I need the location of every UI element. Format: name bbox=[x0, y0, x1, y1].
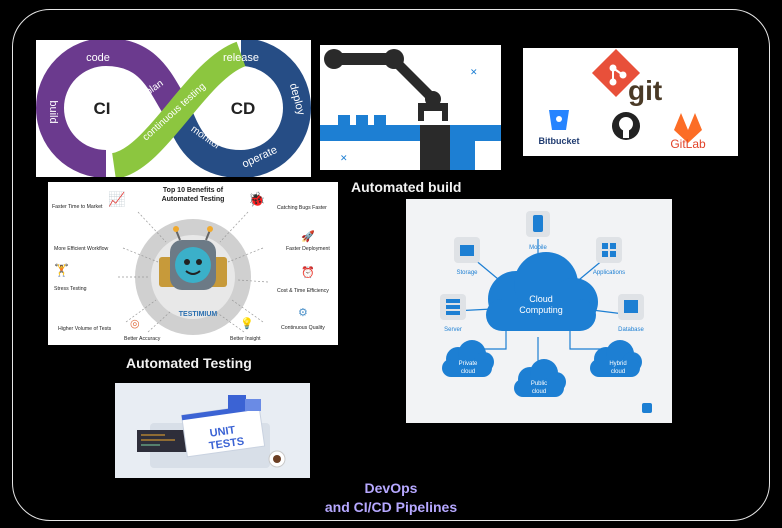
code-window-icon bbox=[228, 395, 246, 411]
chart-growth-icon: 📈 bbox=[108, 191, 125, 208]
benefit-insight: Better Insight bbox=[230, 336, 261, 342]
git-wordmark: git bbox=[628, 75, 662, 106]
storage-label: Storage bbox=[456, 270, 478, 276]
testimium-brand: TESTIMIUM bbox=[179, 311, 218, 318]
private-cloud-line1: Private bbox=[459, 361, 478, 367]
server-label: Server bbox=[444, 327, 462, 333]
barbell-icon: 🏋 bbox=[54, 263, 69, 277]
benefit-accuracy: Better Accuracy bbox=[124, 336, 161, 342]
clock-icon: ⏰ bbox=[301, 265, 315, 279]
build-label: build bbox=[47, 100, 59, 123]
release-label: release bbox=[223, 52, 259, 64]
git-logo-icon bbox=[591, 48, 641, 98]
sparkle-icon: ✕ bbox=[470, 67, 478, 77]
robot-icon bbox=[159, 226, 227, 290]
public-cloud-line2: cloud bbox=[532, 389, 546, 395]
automated-testing-caption: Automated Testing bbox=[126, 355, 252, 371]
outer-frame bbox=[12, 9, 770, 521]
server-icon bbox=[446, 299, 460, 315]
gitlab-icon bbox=[674, 113, 702, 143]
applications-icon bbox=[602, 243, 616, 257]
public-cloud-line1: Public bbox=[531, 381, 547, 387]
benefit-stress: Stress Testing bbox=[54, 286, 87, 292]
cloud-computing-image: Cloud Computing Mobile Storage Applicati… bbox=[406, 199, 672, 423]
storage-icon bbox=[460, 245, 474, 256]
benefit-catching-bugs: Catching Bugs Faster bbox=[277, 205, 327, 211]
private-cloud-line2: cloud bbox=[461, 369, 475, 375]
benefits-title-1: Top 10 Benefits of bbox=[163, 187, 224, 194]
bitbucket-label: Bitbucket bbox=[538, 136, 579, 146]
benefit-faster-time: Faster Time to Market bbox=[52, 204, 103, 210]
svg-text:✕: ✕ bbox=[340, 153, 348, 163]
footer-title-line1: DevOps bbox=[364, 480, 418, 496]
automated-build-caption: Automated build bbox=[351, 179, 462, 195]
ci-loop-ring bbox=[36, 40, 107, 177]
applications-label: Applications bbox=[593, 270, 625, 276]
github-icon bbox=[612, 112, 640, 140]
vcs-tools-image: git Bitbucket GitLab bbox=[523, 48, 738, 156]
unit-tests-line2: TESTS bbox=[208, 436, 245, 453]
gitlab-label: GitLab bbox=[670, 137, 706, 151]
bitbucket-icon bbox=[549, 110, 569, 130]
central-cloud-icon bbox=[486, 252, 598, 331]
continuous-testing-band bbox=[110, 41, 247, 177]
database-label: Database bbox=[618, 327, 644, 333]
cd-label: CD bbox=[231, 99, 256, 118]
bug-icon: 🐞 bbox=[248, 191, 265, 207]
devops-loop-image: CI CD code build plan continuous testing… bbox=[36, 40, 311, 177]
private-cloud-icon bbox=[442, 340, 494, 377]
benefits-title-2: Automated Testing bbox=[162, 196, 225, 203]
mobile-icon bbox=[533, 215, 543, 232]
benefit-faster-deploy: Faster Deployment bbox=[286, 246, 330, 252]
hybrid-cloud-line2: cloud bbox=[611, 369, 625, 375]
robot-arm-icon bbox=[324, 49, 448, 121]
automated-build-image: ✕ ✕ bbox=[320, 45, 501, 170]
public-cloud-icon bbox=[514, 359, 566, 397]
code-label: code bbox=[86, 52, 110, 64]
testing-benefits-image: Top 10 Benefits of Automated Testing TES… bbox=[48, 182, 338, 345]
benefit-quality: Continuous Quality bbox=[281, 325, 325, 331]
lightbulb-icon: 💡 bbox=[240, 317, 254, 330]
footer-title-line2: and CI/CD Pipelines bbox=[324, 499, 458, 515]
unit-tests-line1: UNIT bbox=[209, 424, 236, 439]
rocket-icon: 🚀 bbox=[301, 230, 315, 243]
unit-tests-image: UNIT TESTS bbox=[115, 383, 310, 478]
cloud-center-line2: Computing bbox=[519, 305, 563, 315]
hybrid-cloud-icon bbox=[590, 340, 642, 377]
benefit-efficient-workflow: More Efficient Workflow bbox=[54, 246, 109, 252]
benefit-cost-time: Cost & Time Efficiency bbox=[277, 288, 329, 294]
benefit-higher-volume: Higher Volume of Tests bbox=[58, 326, 112, 332]
hybrid-cloud-line1: Hybrid bbox=[609, 361, 626, 367]
database-icon bbox=[624, 300, 638, 313]
target-icon: ◎ bbox=[130, 318, 140, 330]
mobile-label: Mobile bbox=[529, 245, 547, 251]
quality-icon: ⚙ bbox=[298, 307, 308, 319]
corner-logo-icon bbox=[642, 403, 652, 413]
conveyor-box bbox=[338, 115, 350, 125]
ci-label: CI bbox=[94, 99, 111, 118]
cd-loop-ring bbox=[240, 40, 311, 177]
cloud-center-line1: Cloud bbox=[529, 294, 553, 304]
